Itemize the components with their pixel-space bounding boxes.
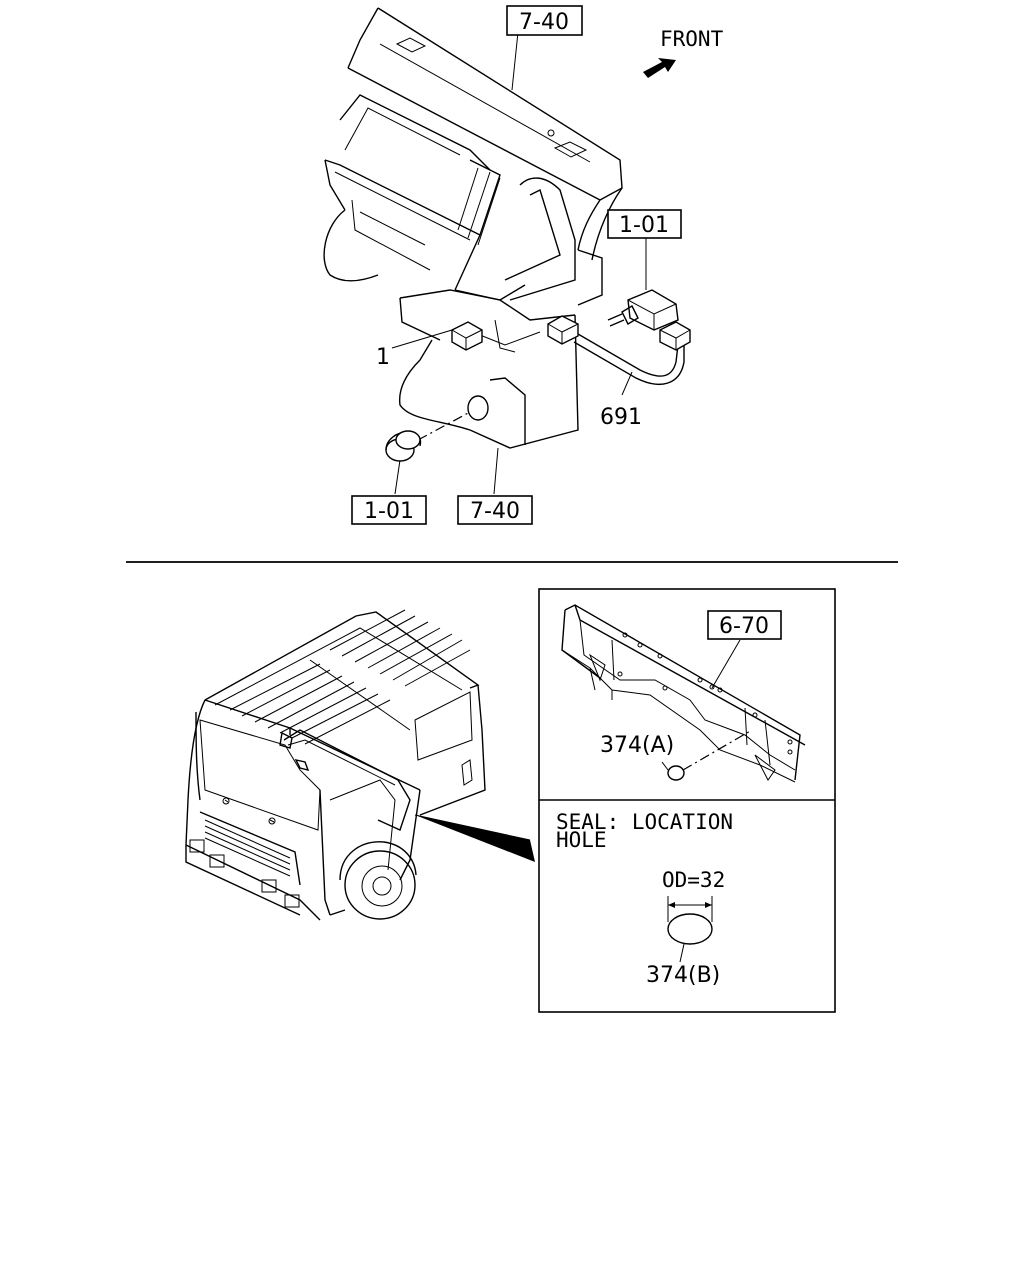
- ref-box-1-01-bottom: 1-01: [351, 495, 427, 525]
- ref-box-7-40-top: 7-40: [506, 5, 583, 36]
- front-arrow-icon: [643, 58, 676, 78]
- connector-3: [659, 321, 691, 351]
- part-1-label: 1: [376, 345, 390, 370]
- frame-rail-drawing: [561, 604, 806, 783]
- cap-plug: [385, 430, 422, 462]
- seal-title-line2: HOLE: [556, 828, 607, 852]
- front-label: FRONT: [660, 27, 724, 51]
- dashboard-drawing: [323, 7, 691, 495]
- seal-plug-a: [667, 765, 685, 781]
- ref-box-1-01-right: 1-01: [607, 209, 682, 239]
- svg-text:1-01: 1-01: [364, 499, 414, 524]
- detail-pointer: [415, 815, 535, 862]
- part-691-label: 691: [600, 405, 642, 430]
- seal-title-line1: SEAL: LOCATION: [556, 810, 733, 834]
- connector-2: [547, 315, 579, 345]
- seal-hole-b: [667, 913, 713, 945]
- side-window: [414, 691, 473, 761]
- part-374b-label: 374(B): [646, 963, 720, 988]
- od-dimension: OD=32: [662, 868, 725, 892]
- connector-1: [451, 321, 483, 351]
- part-374a-label: 374(A): [600, 733, 674, 758]
- switch: [627, 289, 679, 331]
- svg-text:7-40: 7-40: [519, 10, 569, 35]
- vent-square-2: [553, 141, 588, 158]
- hole-dimension-drawing: [667, 896, 713, 963]
- vent-square-1: [395, 37, 427, 53]
- ref-box-7-40-bottom: 7-40: [457, 495, 533, 525]
- svg-text:6-70: 6-70: [719, 614, 769, 639]
- svg-text:1-01: 1-01: [619, 213, 669, 238]
- svg-text:7-40: 7-40: [470, 499, 520, 524]
- truck-cab-drawing: [185, 609, 535, 921]
- front-wheel: [344, 850, 416, 920]
- seal-hole: [467, 395, 489, 421]
- ref-box-6-70: 6-70: [707, 610, 782, 640]
